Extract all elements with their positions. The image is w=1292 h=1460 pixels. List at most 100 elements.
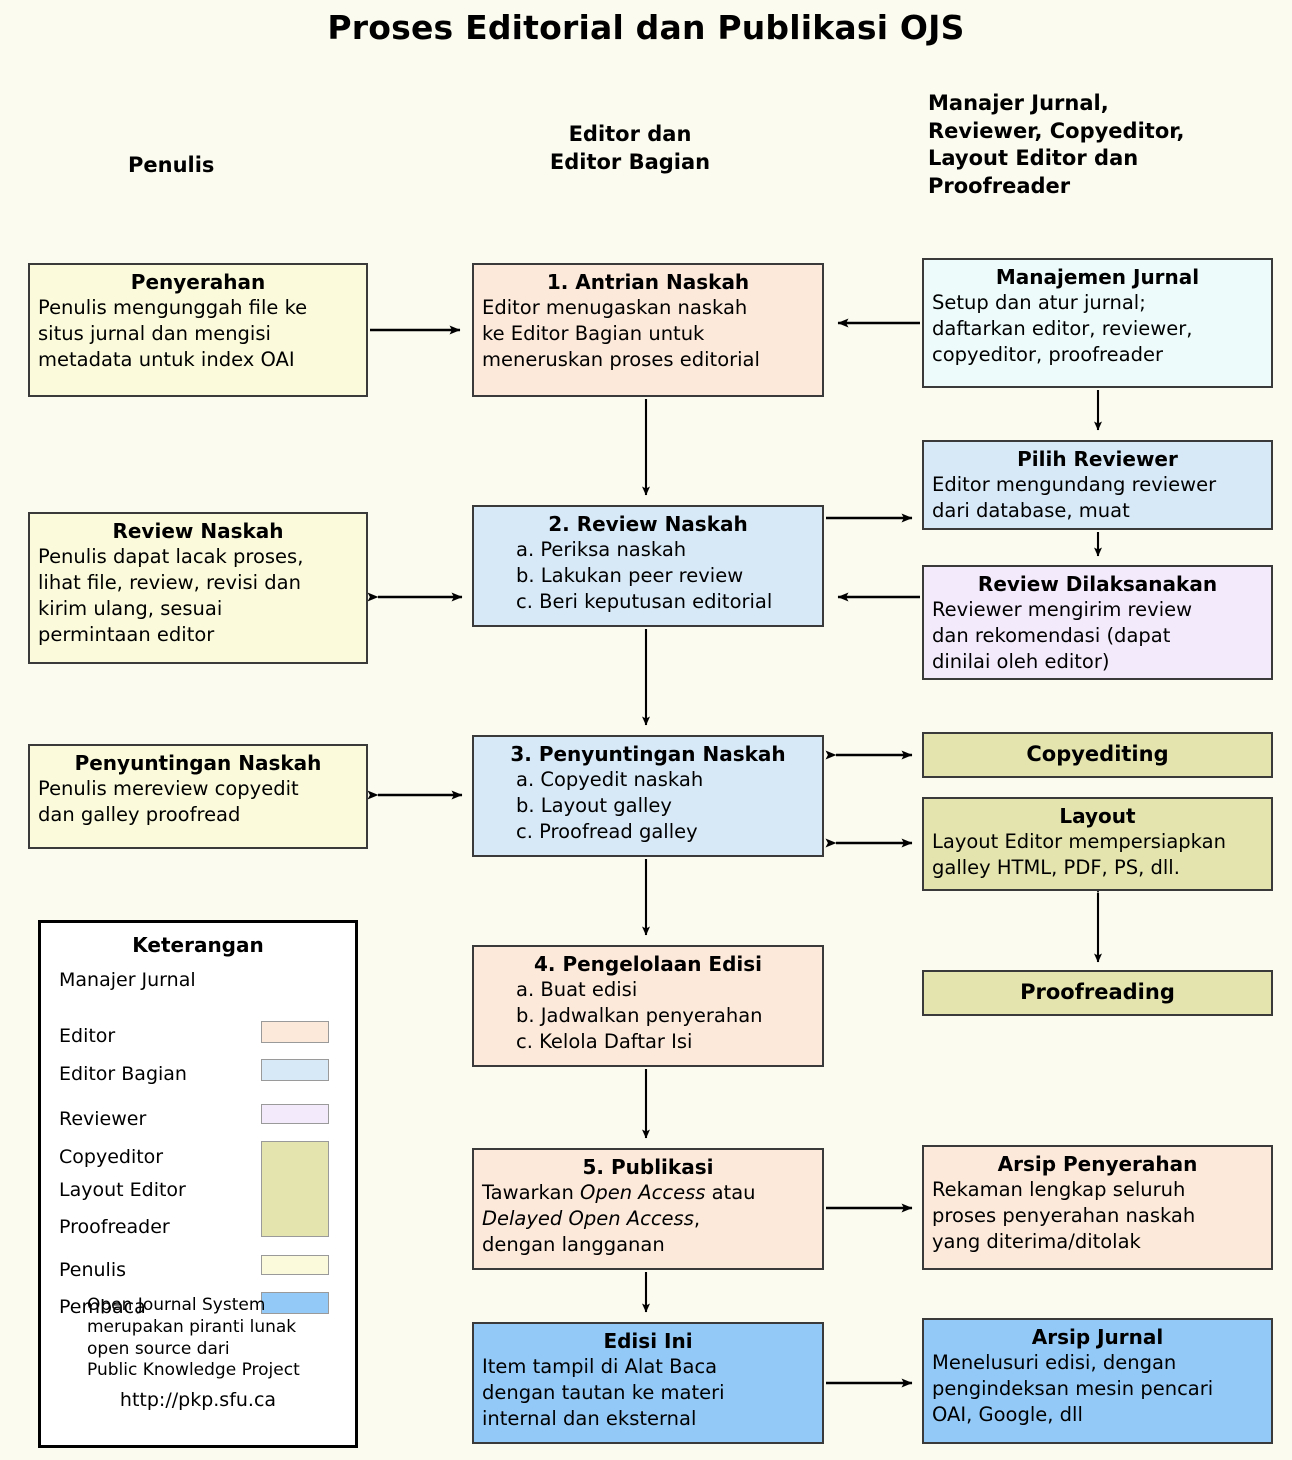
box-line: copyeditor, proofreader: [932, 343, 1163, 367]
legend-swatch-copyediting-group: [261, 1141, 329, 1237]
box-step-2-review-naskah[interactable]: 2. Review Naskah a. Periksa naskah b. La…: [472, 505, 824, 627]
box-step-4-pengelolaan-edisi[interactable]: 4. Pengelolaan Edisi a. Buat edisi b. Ja…: [472, 945, 824, 1067]
legend-label-editor-bagian: Editor Bagian: [59, 1063, 187, 1085]
box-title: 4. Pengelolaan Edisi: [533, 952, 763, 976]
box-title: Penyuntingan Naskah: [74, 751, 322, 775]
box-line: meneruskan proses editorial: [482, 348, 760, 372]
box-line: Layout Editor mempersiapkan: [932, 830, 1226, 853]
box-line: a. Copyedit naskah: [516, 768, 704, 791]
legend-footer-line: Public Knowledge Project: [87, 1360, 300, 1381]
legend-label-editor: Editor: [59, 1025, 116, 1047]
box-line: Reviewer mengirim review: [932, 598, 1193, 621]
box-line: galley HTML, PDF, PS, dll.: [932, 856, 1180, 880]
box-line: Penulis mereview copyedit: [38, 777, 299, 800]
legend-label-manajer-jurnal: Manajer Jurnal: [59, 969, 196, 991]
box-review-dilaksanakan[interactable]: Review Dilaksanakan Reviewer mengirim re…: [922, 565, 1273, 680]
legend-swatch-reviewer: [261, 1104, 329, 1124]
box-step-5-publikasi[interactable]: 5. Publikasi Tawarkan Open Access atau D…: [472, 1148, 824, 1270]
box-line: b. Jadwalkan penyerahan: [516, 1004, 763, 1028]
box-line: metadata untuk index OAI: [38, 348, 295, 372]
legend-footer-line: merupakan piranti lunak: [87, 1316, 297, 1337]
legend-rows: Manajer Jurnal Editor Editor Bagian Revi…: [41, 965, 355, 1317]
box-line: dinilai oleh editor): [932, 650, 1110, 674]
publikasi-text-b: atau: [705, 1181, 756, 1204]
box-line: proses penyerahan naskah: [932, 1204, 1196, 1228]
box-pilih-reviewer[interactable]: Pilih Reviewer Editor mengundang reviewe…: [922, 440, 1273, 530]
box-title: Manajemen Jurnal: [995, 265, 1200, 289]
box-title: 3. Penyuntingan Naskah: [510, 742, 786, 766]
legend-footer-line: Open Journal System: [87, 1295, 266, 1315]
box-title: Pilih Reviewer: [1017, 447, 1178, 471]
legend-swatch-pembaca: [261, 1292, 329, 1314]
box-title: Arsip Penyerahan: [997, 1152, 1198, 1176]
box-line: b. Lakukan peer review: [516, 564, 744, 588]
box-line: b. Layout galley: [516, 794, 672, 818]
page-title: Proses Editorial dan Publikasi OJS: [327, 8, 965, 47]
legend-swatch-penulis: [261, 1255, 329, 1275]
box-line: Editor menugaskan naskah: [482, 296, 748, 319]
box-line: pengindeksan mesin pencari: [932, 1377, 1214, 1401]
box-line: dengan tautan ke materi: [482, 1381, 725, 1405]
publikasi-delayed-open-access: Delayed Open Access: [482, 1207, 694, 1231]
legend-title: Keterangan: [132, 933, 264, 957]
box-line: dari database, muat: [932, 499, 1130, 523]
box-title: Review Dilaksanakan: [977, 572, 1218, 596]
box-line: c. Kelola Daftar Isi: [516, 1030, 693, 1054]
box-penyerahan[interactable]: Penyerahan Penulis mengunggah file ke si…: [28, 263, 368, 397]
legend-swatch-editor: [261, 1021, 329, 1043]
box-line: Menelusuri edisi, dengan: [932, 1351, 1177, 1374]
box-edisi-ini[interactable]: Edisi Ini Item tampil di Alat Baca denga…: [472, 1322, 824, 1444]
legend-keterangan: Keterangan Manajer Jurnal Editor Editor …: [38, 920, 358, 1448]
box-step-3-penyuntingan-naskah[interactable]: 3. Penyuntingan Naskah a. Copyedit naska…: [472, 735, 824, 857]
box-title: Edisi Ini: [603, 1329, 693, 1353]
box-line: dan rekomendasi (dapat: [932, 624, 1171, 648]
box-manajemen-jurnal[interactable]: Manajemen Jurnal Setup dan atur jurnal; …: [922, 258, 1273, 388]
box-line: Editor mengundang reviewer: [932, 473, 1217, 496]
box-title: Arsip Jurnal: [1031, 1325, 1164, 1349]
box-title: Copyediting: [1026, 742, 1169, 767]
box-line: Delayed Open Access,: [482, 1206, 814, 1232]
legend-label-proofreader: Proofreader: [59, 1216, 170, 1238]
box-line: Setup dan atur jurnal;: [932, 291, 1146, 314]
box-line: dengan langganan: [482, 1233, 665, 1257]
box-arsip-jurnal[interactable]: Arsip Jurnal Menelusuri edisi, dengan pe…: [922, 1318, 1273, 1444]
column-header-others: Manajer Jurnal, Reviewer, Copyeditor, La…: [928, 91, 1185, 199]
box-arsip-penyerahan[interactable]: Arsip Penyerahan Rekaman lengkap seluruh…: [922, 1145, 1273, 1270]
box-line: c. Proofread galley: [516, 820, 698, 844]
legend-label-layout-editor: Layout Editor: [59, 1179, 186, 1201]
box-line: internal dan eksternal: [482, 1407, 697, 1431]
box-title: Proofreading: [1020, 980, 1175, 1005]
box-line: OAI, Google, dll: [932, 1403, 1083, 1427]
box-line: situs jurnal dan mengisi: [38, 322, 271, 346]
legend-label-pembaca: Pembaca: [59, 1296, 146, 1318]
column-header-author: Penulis: [128, 153, 215, 177]
box-title: Layout: [1059, 804, 1136, 828]
box-line: Penulis dapat lacak proses,: [38, 545, 304, 568]
box-antrian-naskah[interactable]: 1. Antrian Naskah Editor menugaskan nask…: [472, 263, 824, 397]
publikasi-comma: ,: [693, 1207, 701, 1231]
box-line: Item tampil di Alat Baca: [482, 1355, 718, 1378]
box-penyuntingan-naskah-penulis[interactable]: Penyuntingan Naskah Penulis mereview cop…: [28, 744, 368, 849]
box-title: 2. Review Naskah: [548, 512, 748, 536]
box-line: Penulis mengunggah file ke: [38, 296, 308, 319]
box-line: a. Buat edisi: [516, 978, 638, 1001]
box-line: c. Beri keputusan editorial: [516, 590, 773, 614]
box-line: dan galley proofread: [38, 803, 241, 827]
box-title: Review Naskah: [112, 519, 284, 543]
legend-url[interactable]: http://pkp.sfu.ca: [119, 1389, 277, 1411]
publikasi-text-a: Tawarkan: [482, 1181, 581, 1204]
box-title: 1. Antrian Naskah: [546, 270, 750, 294]
box-layout[interactable]: Layout Layout Editor mempersiapkan galle…: [922, 797, 1273, 891]
legend-swatch-editor-bagian: [261, 1059, 329, 1081]
legend-footer-line: open source dari: [87, 1338, 230, 1359]
column-header-editor: Editor dan Editor Bagian: [549, 122, 711, 174]
box-line: permintaan editor: [38, 623, 215, 647]
box-line: Tawarkan Open Access atau: [482, 1180, 814, 1206]
box-line: Rekaman lengkap seluruh: [932, 1178, 1186, 1201]
box-line: ke Editor Bagian untuk: [482, 322, 705, 346]
box-title: Penyerahan: [130, 270, 266, 294]
box-proofreading[interactable]: Proofreading: [922, 970, 1273, 1016]
box-review-naskah-penulis[interactable]: Review Naskah Penulis dapat lacak proses…: [28, 512, 368, 664]
box-copyediting[interactable]: Copyediting: [922, 732, 1273, 778]
